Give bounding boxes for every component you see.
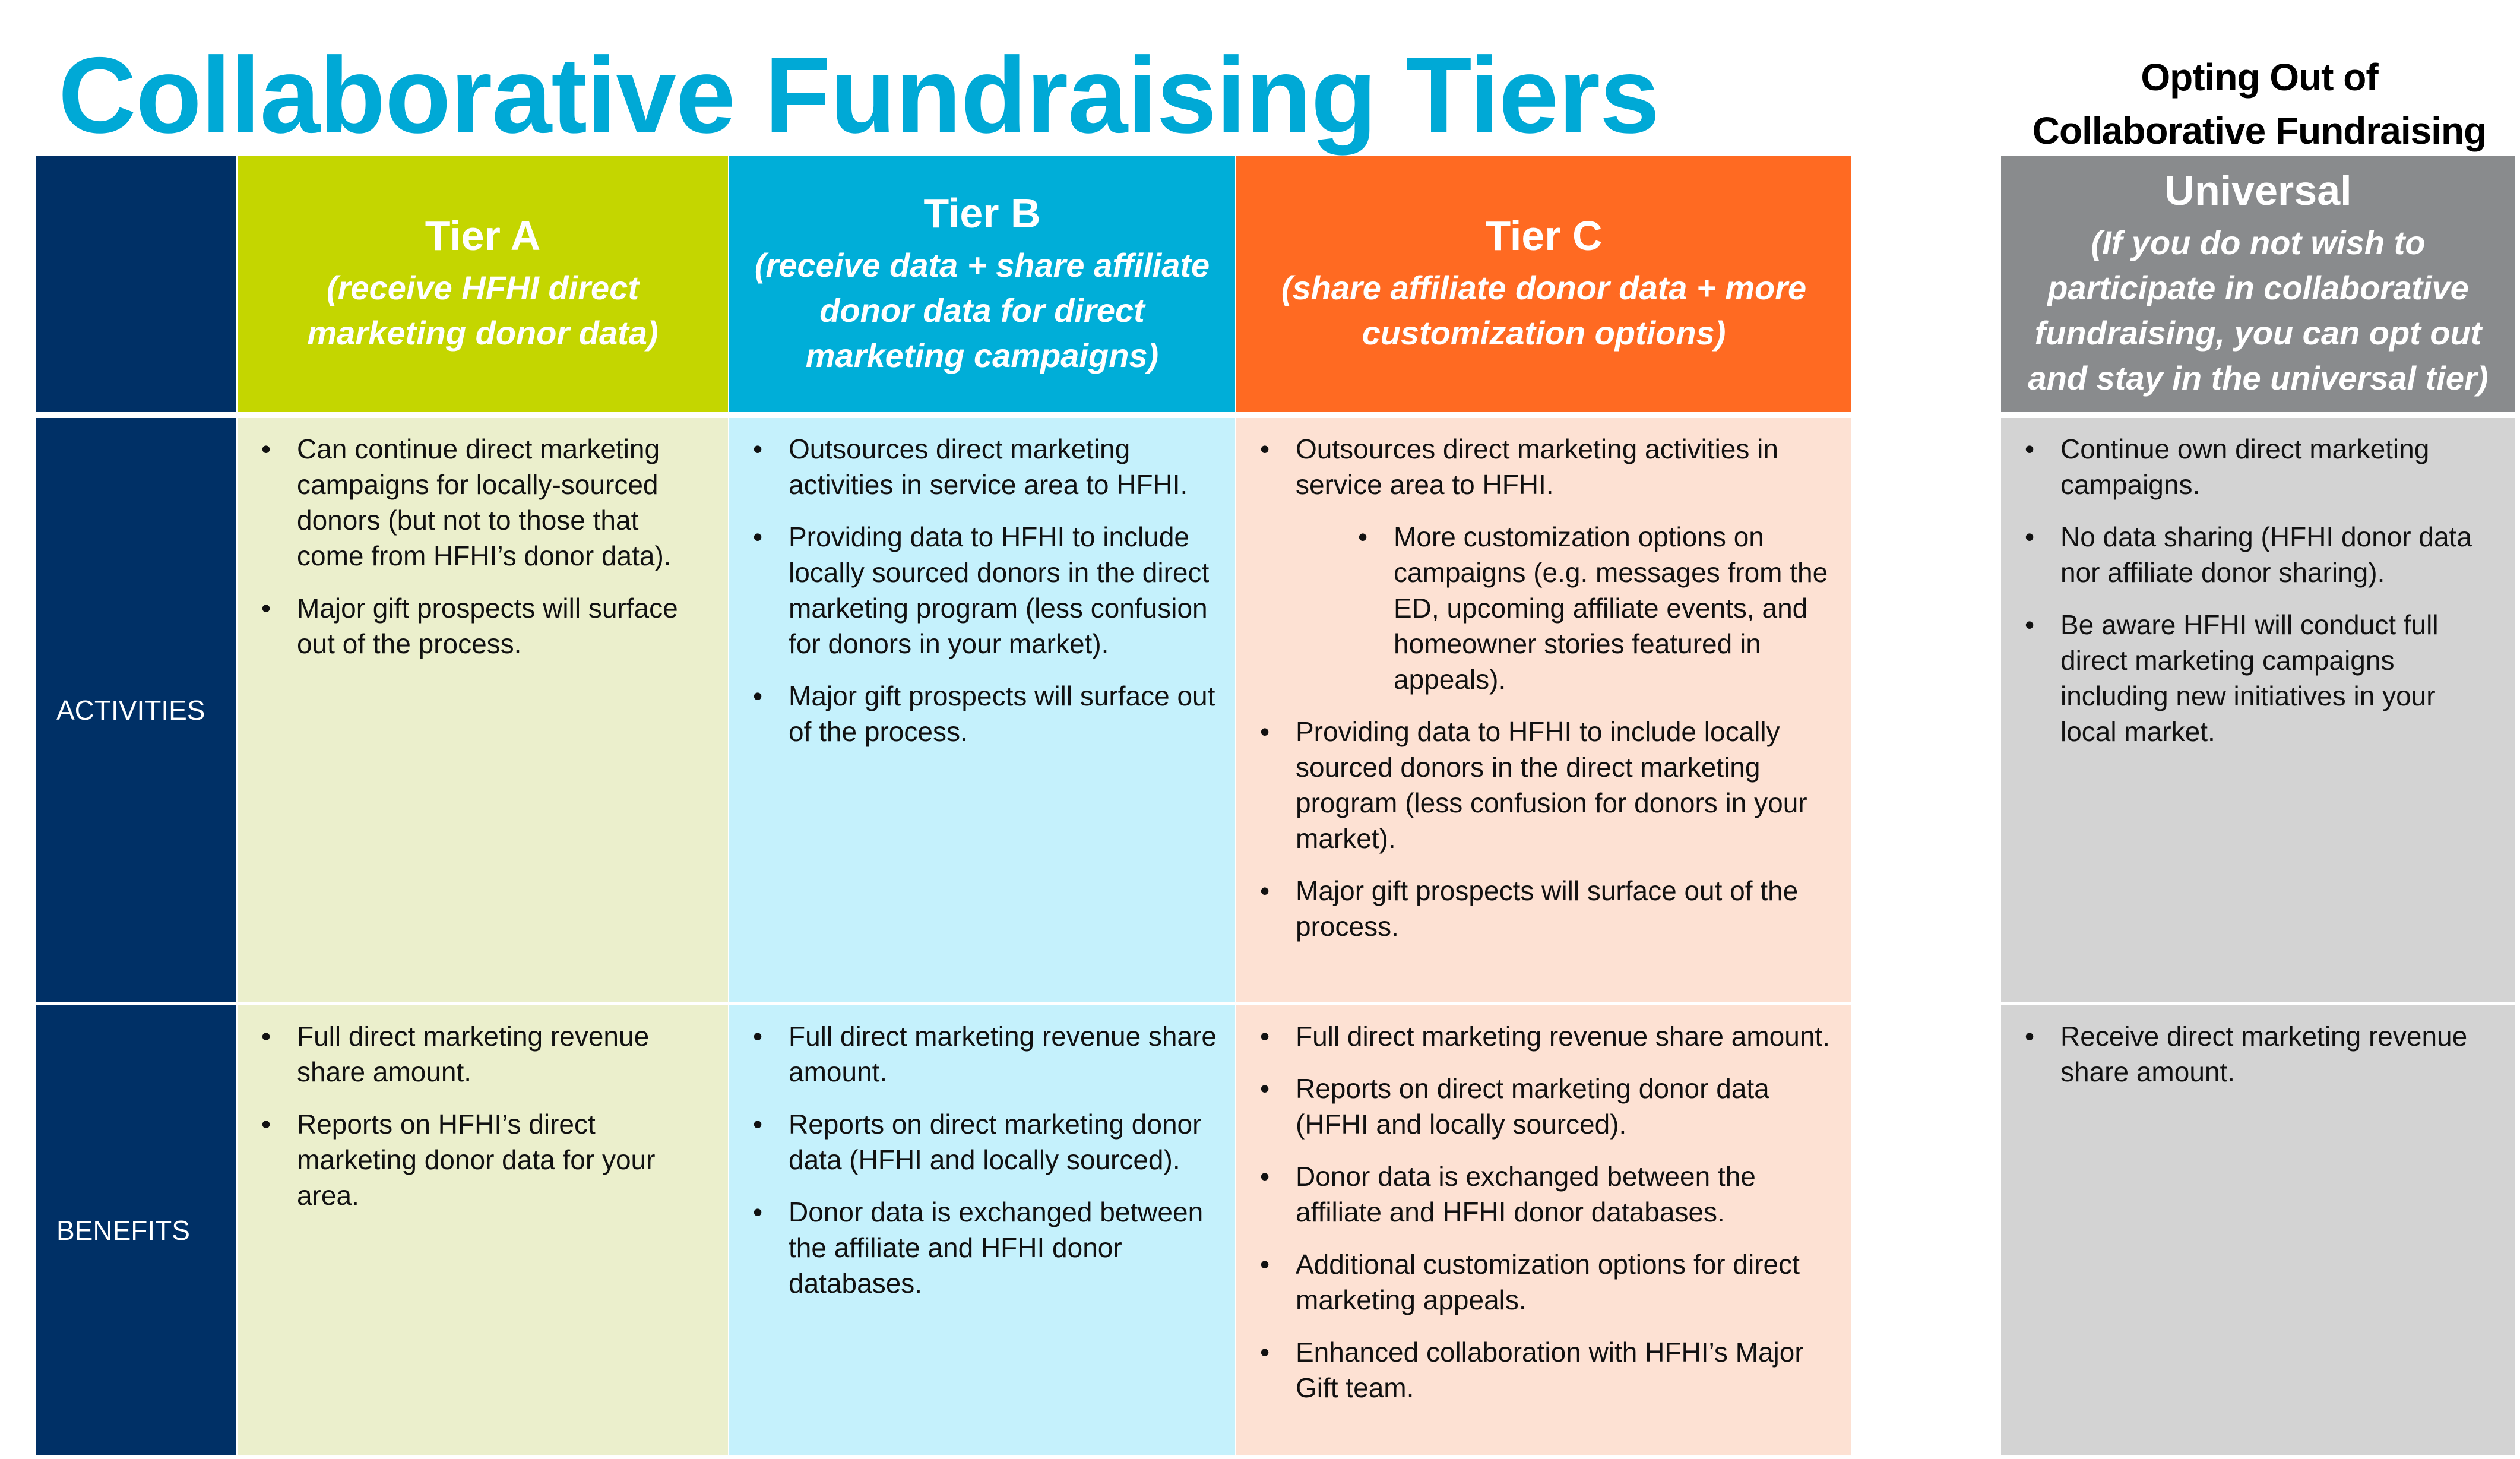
tier-c-benefits-item: Additional customization options for dir… xyxy=(1260,1246,1834,1318)
universal-activities-list: Continue own direct marketing campaigns.… xyxy=(2001,418,2515,749)
universal-activities-item: Continue own direct marketing campaigns. xyxy=(2025,431,2497,502)
tier-b-benefits-cell: Full direct marketing revenue share amou… xyxy=(729,1005,1235,1455)
tier-b-benefits-list: Full direct marketing revenue share amou… xyxy=(729,1005,1235,1301)
row-label-activities: ACTIVITIES xyxy=(36,418,236,1002)
universal-header: Universal (If you do not wish to partici… xyxy=(2001,156,2515,412)
tier-c-benefits-item: Reports on direct marketing donor data (… xyxy=(1260,1071,1834,1142)
tier-b-benefits-item: Donor data is exchanged between the affi… xyxy=(753,1194,1217,1301)
tier-c-benefits-list: Full direct marketing revenue share amou… xyxy=(1236,1005,1851,1406)
tier-c-subtitle: (share affiliate donor data + more custo… xyxy=(1281,269,1807,352)
tier-a-subtitle: (receive HFHI direct marketing donor dat… xyxy=(307,269,659,352)
tier-c-activities-item: Major gift prospects will surface out of… xyxy=(1260,873,1834,944)
tier-c-header: Tier C (share affiliate donor data + mor… xyxy=(1236,156,1851,412)
tier-b-header: Tier B (receive data + share affiliate d… xyxy=(729,156,1235,412)
tier-b-benefits-item: Reports on direct marketing donor data (… xyxy=(753,1106,1217,1178)
universal-activities-cell: Continue own direct marketing campaigns.… xyxy=(2001,418,2515,1002)
tier-a-activities-cell: Can continue direct marketing campaigns … xyxy=(238,418,728,1002)
opt-out-line2: Collaborative Fundraising xyxy=(2032,109,2487,152)
universal-name: Universal xyxy=(2164,167,2352,214)
tier-b-subtitle: (receive data + share affiliate donor da… xyxy=(754,246,1210,374)
tier-a-activities-item: Major gift prospects will surface out of… xyxy=(261,590,710,662)
page-title: Collaborative Fundraising Tiers xyxy=(58,34,1660,156)
tier-c-activities-list: Outsources direct marketing activities i… xyxy=(1236,418,1851,944)
tier-c-activities-item: More customization options on campaigns … xyxy=(1358,519,1834,697)
tier-c-benefits-item: Full direct marketing revenue share amou… xyxy=(1260,1018,1834,1054)
tier-b-name: Tier B xyxy=(923,190,1041,236)
tier-b-benefits-item: Full direct marketing revenue share amou… xyxy=(753,1018,1217,1090)
header-corner xyxy=(36,156,236,412)
tier-a-benefits-list: Full direct marketing revenue share amou… xyxy=(238,1005,728,1213)
tier-a-header: Tier A (receive HFHI direct marketing do… xyxy=(238,156,728,412)
tier-b-activities-item: Outsources direct marketing activities i… xyxy=(753,431,1217,502)
universal-benefits-item: Receive direct marketing revenue share a… xyxy=(2025,1018,2497,1090)
universal-benefits-cell: Receive direct marketing revenue share a… xyxy=(2001,1005,2515,1455)
tier-a-name: Tier A xyxy=(425,213,541,259)
tier-a-activities-item: Can continue direct marketing campaigns … xyxy=(261,431,710,574)
tier-c-activities-cell: Outsources direct marketing activities i… xyxy=(1236,418,1851,1002)
tier-c-benefits-cell: Full direct marketing revenue share amou… xyxy=(1236,1005,1851,1455)
tier-a-benefits-item: Reports on HFHI’s direct marketing donor… xyxy=(261,1106,710,1213)
tier-b-activities-item: Major gift prospects will surface out of… xyxy=(753,678,1217,749)
tier-b-activities-item: Providing data to HFHI to include locall… xyxy=(753,519,1217,662)
universal-benefits-list: Receive direct marketing revenue share a… xyxy=(2001,1005,2515,1090)
row-label-benefits: BENEFITS xyxy=(36,1005,236,1455)
tier-a-benefits-cell: Full direct marketing revenue share amou… xyxy=(238,1005,728,1455)
tier-c-benefits-item: Enhanced collaboration with HFHI’s Major… xyxy=(1260,1334,1834,1406)
tier-b-activities-cell: Outsources direct marketing activities i… xyxy=(729,418,1235,1002)
opt-out-line1: Opting Out of xyxy=(2141,56,2378,99)
tier-b-activities-list: Outsources direct marketing activities i… xyxy=(729,418,1235,749)
tier-c-name: Tier C xyxy=(1485,213,1603,259)
universal-subtitle: (If you do not wish to participate in co… xyxy=(2028,224,2489,397)
tier-c-activities-item: Providing data to HFHI to include locall… xyxy=(1260,714,1834,856)
tier-a-activities-list: Can continue direct marketing campaigns … xyxy=(238,418,728,662)
tier-c-activities-item: Outsources direct marketing activities i… xyxy=(1260,431,1834,502)
tier-c-benefits-item: Donor data is exchanged between the affi… xyxy=(1260,1159,1834,1230)
universal-activities-item: No data sharing (HFHI donor data nor aff… xyxy=(2025,519,2497,590)
tier-a-benefits-item: Full direct marketing revenue share amou… xyxy=(261,1018,710,1090)
opt-out-heading: Opting Out of Collaborative Fundraising xyxy=(1983,50,2520,157)
universal-activities-item: Be aware HFHI will conduct full direct m… xyxy=(2025,607,2497,749)
